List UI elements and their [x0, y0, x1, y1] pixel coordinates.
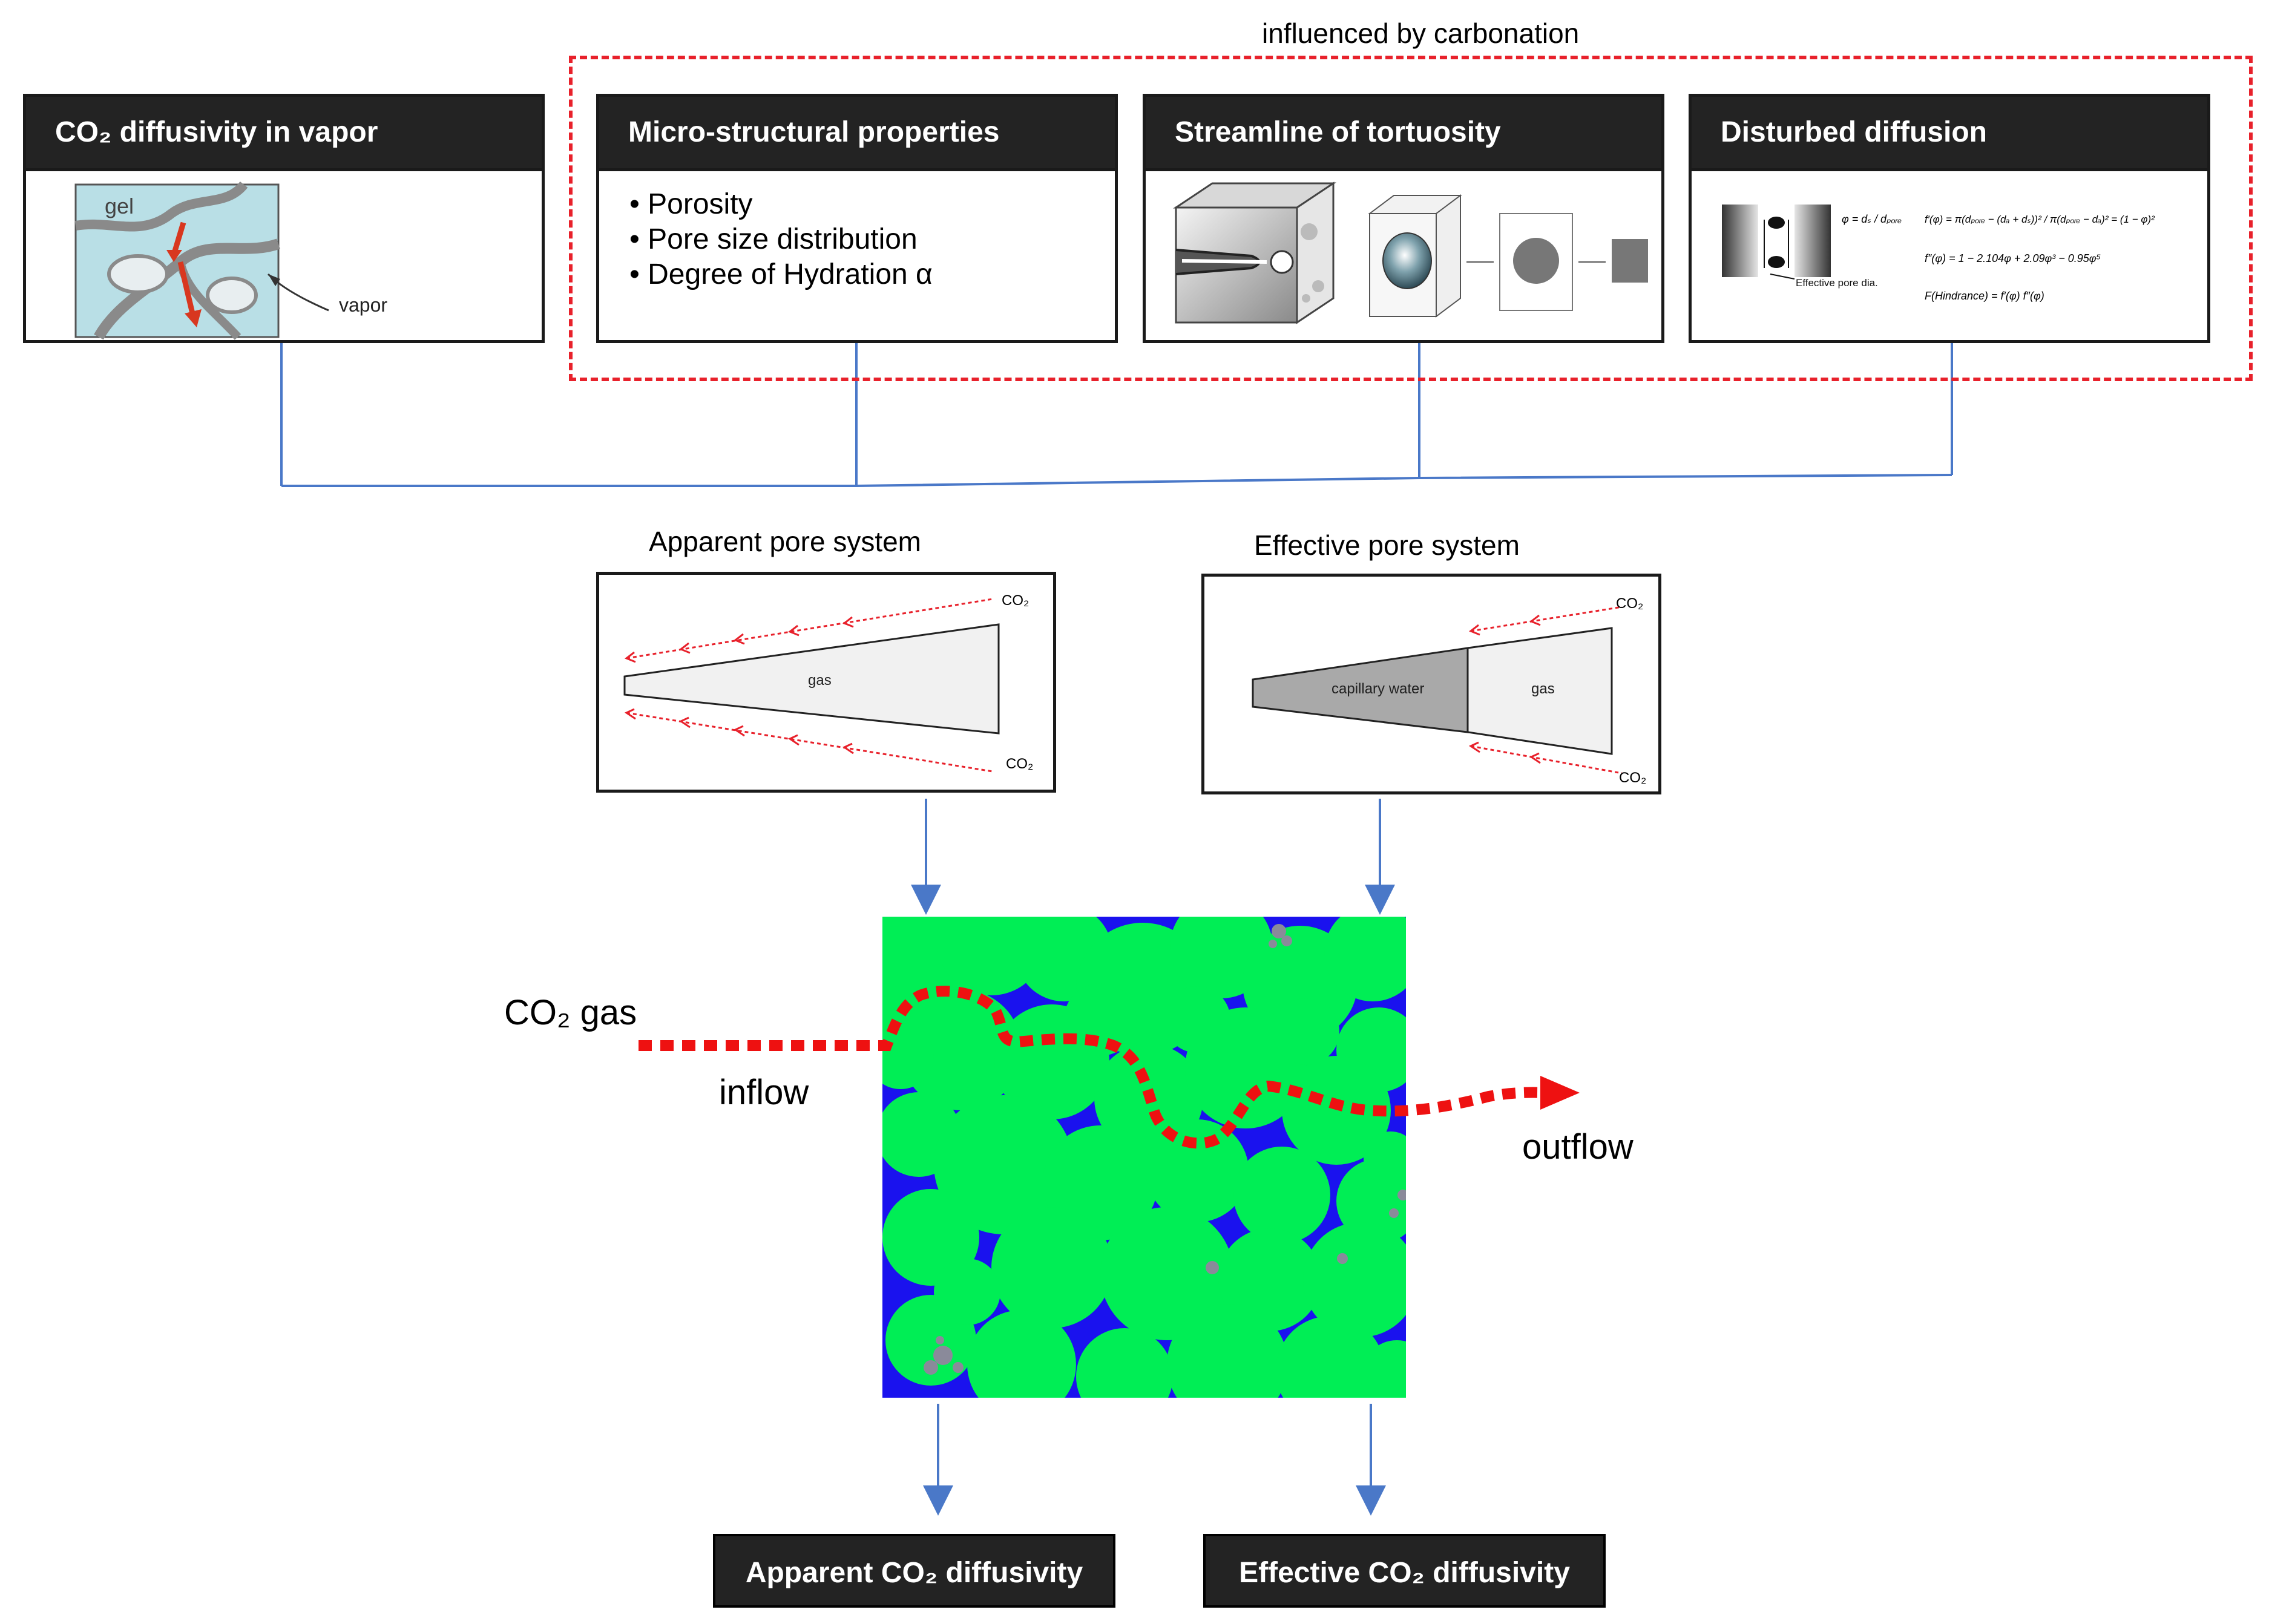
- card-disturbed-diffusion: Disturbed diffusion Effective pore dia. …: [1689, 94, 2210, 343]
- arrow-down-icon: [1356, 1485, 1386, 1516]
- card-title: CO₂ diffusivity in vapor: [26, 97, 542, 168]
- list-item: Porosity: [629, 187, 933, 222]
- gel-label: gel: [105, 194, 134, 218]
- effective-diffusivity-box: Effective CO₂ diffusivity: [1203, 1534, 1606, 1608]
- inflow-label: inflow: [719, 1073, 809, 1112]
- gel-vapor-illustration: gel vapor: [74, 181, 387, 340]
- co2-label: CO₂: [1616, 595, 1643, 612]
- apparent-pore-box: gas CO₂ CO₂: [596, 572, 1056, 793]
- carbonation-label: influenced by carbonation: [1262, 18, 1580, 49]
- water-label: capillary water: [1332, 681, 1424, 697]
- outflow-label: outflow: [1522, 1127, 1634, 1167]
- gas-label: gas: [1531, 681, 1555, 697]
- arrow-down-icon: [911, 885, 941, 915]
- property-list: Porosity Pore size distribution Degree o…: [629, 187, 933, 292]
- list-item: Degree of Hydration α: [629, 257, 933, 292]
- outflow-arrow-icon: [1540, 1076, 1580, 1110]
- svg-text:f′(φ) = π(dₚₒᵣₑ − (dₐ + dₛ))²: f′(φ) = π(dₚₒᵣₑ − (dₐ + dₛ))² / π(dₚₒᵣₑ …: [1925, 214, 2155, 225]
- card-tortuosity: Streamline of tortuosity: [1143, 94, 1664, 343]
- tortuosity-illustration: [1173, 182, 1648, 324]
- card-title: Micro-structural properties: [599, 97, 1115, 168]
- co2-label: CO₂: [1006, 756, 1033, 772]
- apparent-diffusivity-box: Apparent CO₂ diffusivity: [713, 1534, 1115, 1608]
- svg-text:f″(φ) = 1 − 2.104φ + 2.09φ³ −: f″(φ) = 1 − 2.104φ + 2.09φ³ − 0.95φ⁵: [1925, 252, 2101, 264]
- arrow-down-icon: [1365, 885, 1395, 915]
- effective-pore-label: Effective pore dia.: [1796, 277, 1878, 289]
- effective-pore-box: capillary water gas CO₂ CO₂: [1201, 574, 1661, 794]
- co2-gas-label: CO₂ gas: [504, 993, 637, 1032]
- card-vapor-diffusivity: CO₂ diffusivity in vapor gel vapor: [23, 94, 545, 343]
- co2-label: CO₂: [1619, 770, 1646, 786]
- carbonation-frame: [569, 56, 2253, 381]
- apparent-pore-title: Apparent pore system: [649, 526, 922, 557]
- gas-label: gas: [808, 672, 832, 689]
- list-item: Pore size distribution: [629, 222, 933, 257]
- card-title: Streamline of tortuosity: [1146, 97, 1661, 168]
- arrow-down-icon: [923, 1485, 953, 1516]
- hindrance-illustration: Effective pore dia. φ = dₛ / dₚₒᵣₑ f′(φ)…: [1722, 205, 2155, 302]
- card-title: Disturbed diffusion: [1692, 97, 2207, 168]
- effective-pore-title: Effective pore system: [1254, 529, 1520, 561]
- vapor-label: vapor: [339, 294, 387, 316]
- microstructure-image: [882, 917, 1406, 1398]
- co2-label: CO₂: [1002, 592, 1029, 609]
- svg-text:φ = dₛ / dₚₒᵣₑ: φ = dₛ / dₚₒᵣₑ: [1842, 213, 1902, 225]
- svg-text:F(Hindrance) = f′(φ) f″(φ): F(Hindrance) = f′(φ) f″(φ): [1925, 290, 2044, 302]
- card-microstructure: Micro-structural properties Porosity Por…: [596, 94, 1118, 343]
